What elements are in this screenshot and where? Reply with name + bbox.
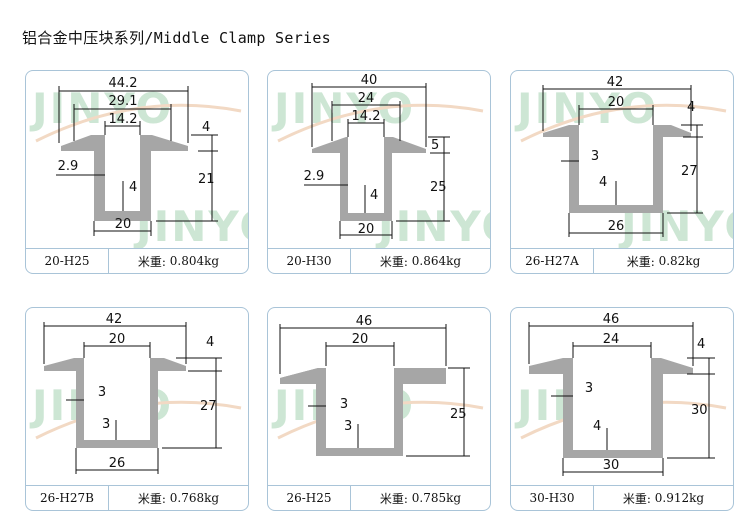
dim-flange: 5 [431, 138, 439, 153]
model-code: 26-H27B [26, 486, 109, 510]
dim-base: 4 [599, 175, 607, 190]
weight-label: 米重: [626, 254, 655, 269]
dim-bottom-width: 26 [109, 456, 126, 471]
dim-flange: 4 [202, 120, 210, 135]
dim-base: 4 [129, 180, 137, 195]
weight-value: 0.864kg [411, 254, 462, 268]
dim-bottom-width: 30 [603, 458, 620, 473]
product-card-26-h25: JINYO 46 20 3 3 25 26-H25 米重: 0.785kg [267, 307, 491, 511]
card-footer: 26-H27A 米重: 0.82kg [511, 248, 733, 273]
meter-weight: 米重: 0.804kg [109, 249, 248, 273]
dim-base: 4 [370, 188, 378, 203]
dim-height: 21 [198, 172, 215, 187]
dim-flange: 4 [697, 337, 705, 352]
watermark: JINYO [271, 84, 415, 133]
dim-wall: 3 [340, 397, 348, 412]
dim-top-width: 44.2 [109, 76, 138, 91]
model-code: 26-H25 [268, 486, 351, 510]
product-card-20-h25: JINYO JINYO 44.2 29.1 14.2 20 2.9 4 4 21… [25, 70, 249, 274]
profile-drawing: JINYO 46 20 3 3 25 [271, 314, 484, 457]
dim-mid-width: 20 [109, 332, 126, 347]
card-footer: 26-H25 米重: 0.785kg [268, 485, 490, 510]
meter-weight: 米重: 0.912kg [594, 486, 733, 510]
dim-mid-width: 24 [603, 332, 620, 347]
dim-bottom-width: 20 [358, 222, 375, 237]
dim-bottom-width: 20 [115, 217, 132, 232]
meter-weight: 米重: 0.785kg [351, 486, 490, 510]
page-title: 铝合金中压块系列/Middle Clamp Series [22, 29, 332, 47]
weight-value: 0.768kg [169, 491, 220, 505]
weight-label: 米重: [379, 254, 408, 269]
profile-drawing: JINYO JINYO 44.2 29.1 14.2 20 2.9 4 4 21 [29, 76, 248, 249]
meter-weight: 米重: 0.864kg [351, 249, 490, 273]
dim-base: 4 [593, 419, 601, 434]
model-code: 30-H30 [511, 486, 594, 510]
model-code: 26-H27A [511, 249, 594, 273]
dim-top-width: 46 [356, 314, 373, 329]
product-card-26-h27b: JINYO 42 20 26 3 3 4 27 26-H27B 米重: 0.76… [25, 307, 249, 511]
dim-mid-width: 20 [352, 332, 369, 347]
dim-flange: 4 [687, 100, 695, 115]
watermark: JINYO [375, 202, 490, 249]
dim-bottom-width: 26 [608, 219, 625, 234]
dim-top-width: 42 [607, 75, 624, 90]
product-card-30-h30: JINYO 46 24 30 3 4 4 30 30-H30 米重: 0.912… [510, 307, 734, 511]
dim-base: 3 [102, 417, 110, 432]
profile-drawing: JINYO 46 24 30 3 4 4 30 [514, 312, 727, 476]
dim-inner-width: 14.2 [109, 112, 138, 127]
model-code: 20-H25 [26, 249, 109, 273]
card-footer: 26-H27B 米重: 0.768kg [26, 485, 248, 510]
dim-mid-width: 24 [358, 91, 375, 106]
card-footer: 20-H25 米重: 0.804kg [26, 248, 248, 273]
profile-drawing: JINYO JINYO 42 20 26 3 4 4 27 [514, 75, 733, 249]
dim-height: 27 [200, 399, 217, 414]
dim-wall: 2.9 [304, 169, 325, 184]
dim-top-width: 42 [106, 312, 123, 327]
dim-height: 25 [450, 407, 467, 422]
dim-height: 27 [681, 164, 698, 179]
dim-base: 3 [344, 419, 352, 434]
watermark: JINYO [133, 202, 248, 249]
product-card-20-h30: JINYO JINYO 40 24 14.2 20 2.9 4 5 25 20-… [267, 70, 491, 274]
dim-mid-width: 29.1 [109, 94, 138, 109]
dim-inner-width: 14.2 [352, 109, 381, 124]
weight-value: 0.912kg [654, 491, 705, 505]
dim-top-width: 40 [361, 73, 378, 88]
weight-label: 米重: [137, 491, 166, 506]
weight-value: 0.785kg [411, 491, 462, 505]
dim-top-width: 46 [603, 312, 620, 327]
meter-weight: 米重: 0.82kg [594, 249, 733, 273]
dim-height: 30 [691, 403, 708, 418]
dim-wall: 3 [591, 149, 599, 164]
profile-drawing: JINYO 42 20 26 3 3 4 27 [29, 312, 242, 474]
dim-wall: 3 [98, 385, 106, 400]
meter-weight: 米重: 0.768kg [109, 486, 248, 510]
weight-value: 0.804kg [169, 254, 220, 268]
product-card-26-h27a: JINYO JINYO 42 20 26 3 4 4 27 26-H27A 米重… [510, 70, 734, 274]
weight-label: 米重: [379, 491, 408, 506]
dim-wall: 2.9 [58, 159, 79, 174]
card-footer: 20-H30 米重: 0.864kg [268, 248, 490, 273]
weight-value: 0.82kg [658, 254, 701, 268]
profile-drawing: JINYO JINYO 40 24 14.2 20 2.9 4 5 25 [271, 73, 490, 249]
dim-wall: 3 [585, 381, 593, 396]
dim-flange: 4 [206, 335, 214, 350]
weight-label: 米重: [622, 491, 651, 506]
weight-label: 米重: [137, 254, 166, 269]
dim-mid-width: 20 [608, 95, 625, 110]
dim-height: 25 [430, 180, 447, 195]
card-footer: 30-H30 米重: 0.912kg [511, 485, 733, 510]
model-code: 20-H30 [268, 249, 351, 273]
